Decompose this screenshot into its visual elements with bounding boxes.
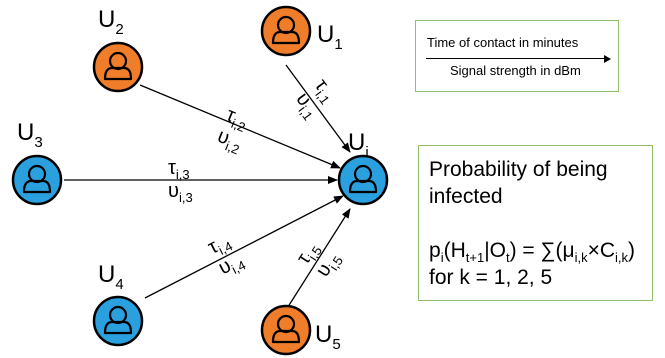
legend-time-of-contact: Time of contact in minutes [427,35,579,50]
node-u2-label: U2 [98,6,124,38]
edge-u2-ui [139,84,341,169]
edge-label-e2: τi,2 υi,2 [214,104,247,158]
arrow-right-icon [604,54,611,63]
probability-formula: pi(Ht+1|Ot) = ∑(μi,k×Ci,k) [429,239,636,266]
node-ui: Ui [337,129,389,206]
node-u3: U3 [11,119,63,206]
node-ui-label: Ui [348,129,369,161]
node-u3-label: U3 [17,119,43,151]
node-u4-label: U4 [98,261,124,293]
legend-divider-arrow [426,58,606,60]
edge-e3-upsilon: υi,3 [168,180,193,205]
edge-u4-ui [144,195,344,299]
edge-label-e4: τi,4 υi,4 [204,236,248,280]
node-u1: U1 [260,5,343,57]
probability-box: Probability of being infected pi(Ht+1|Ot… [418,145,653,301]
node-u5-label: U5 [315,321,341,353]
legend-box: Time of contact in minutes Signal streng… [415,20,619,92]
edge-e3-tau: τi,3 [168,157,190,182]
edge-label-e5: τi,5 υi,5 [292,243,346,280]
probability-heading: Probability of being infected [429,158,608,208]
node-u1-label: U1 [317,21,343,53]
node-u4: U4 [92,261,144,347]
legend-signal-strength: Signal strength in dBm [450,63,581,78]
edge-label-e3: τi,3 υi,3 [168,157,193,205]
probability-for-k: for k = 1, 2, 5 [429,266,553,289]
edge-e1-tau: τi,1 [308,75,341,107]
node-u5: U5 [260,304,341,356]
edge-u1-ui [285,64,351,153]
edge-u5-ui [285,208,351,311]
node-u2: U2 [92,6,144,93]
edge-label-e1: τi,1 υi,1 [291,75,341,123]
